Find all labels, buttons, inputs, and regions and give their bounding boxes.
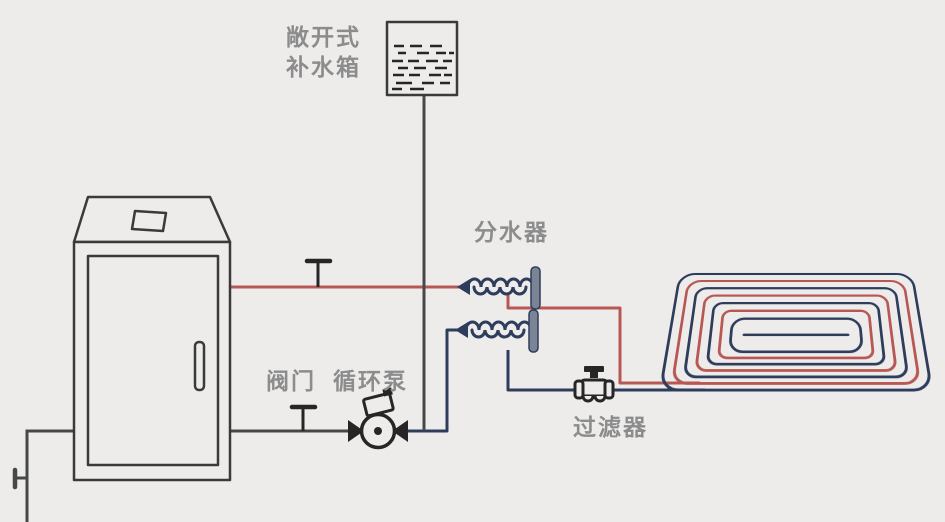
filter-label: 过滤器 [573, 414, 648, 440]
tank-label-line1: 敞开式 [286, 24, 361, 50]
supply-manifold-icon [457, 266, 541, 310]
tank-label-line2: 补水箱 [286, 54, 361, 80]
filter-icon [573, 366, 615, 403]
supply-valve-icon [304, 258, 333, 287]
manifold-label: 分水器 [474, 219, 549, 245]
floor-heating-coil [658, 273, 934, 392]
pump-icon [348, 387, 408, 450]
return-manifold-icon [455, 309, 539, 353]
tank-water-icon [392, 44, 454, 91]
drain-pipe [12, 429, 74, 522]
tank-label: 敞开式 补水箱 [286, 22, 361, 82]
pump-label: 循环泵 [333, 368, 408, 394]
boiler-door-handle [193, 340, 206, 392]
open-expansion-tank [385, 20, 459, 97]
return-valve-icon [289, 404, 318, 431]
boiler [72, 195, 232, 482]
valve-label: 阀门 [266, 368, 316, 394]
boiler-vent-icon [130, 209, 168, 233]
